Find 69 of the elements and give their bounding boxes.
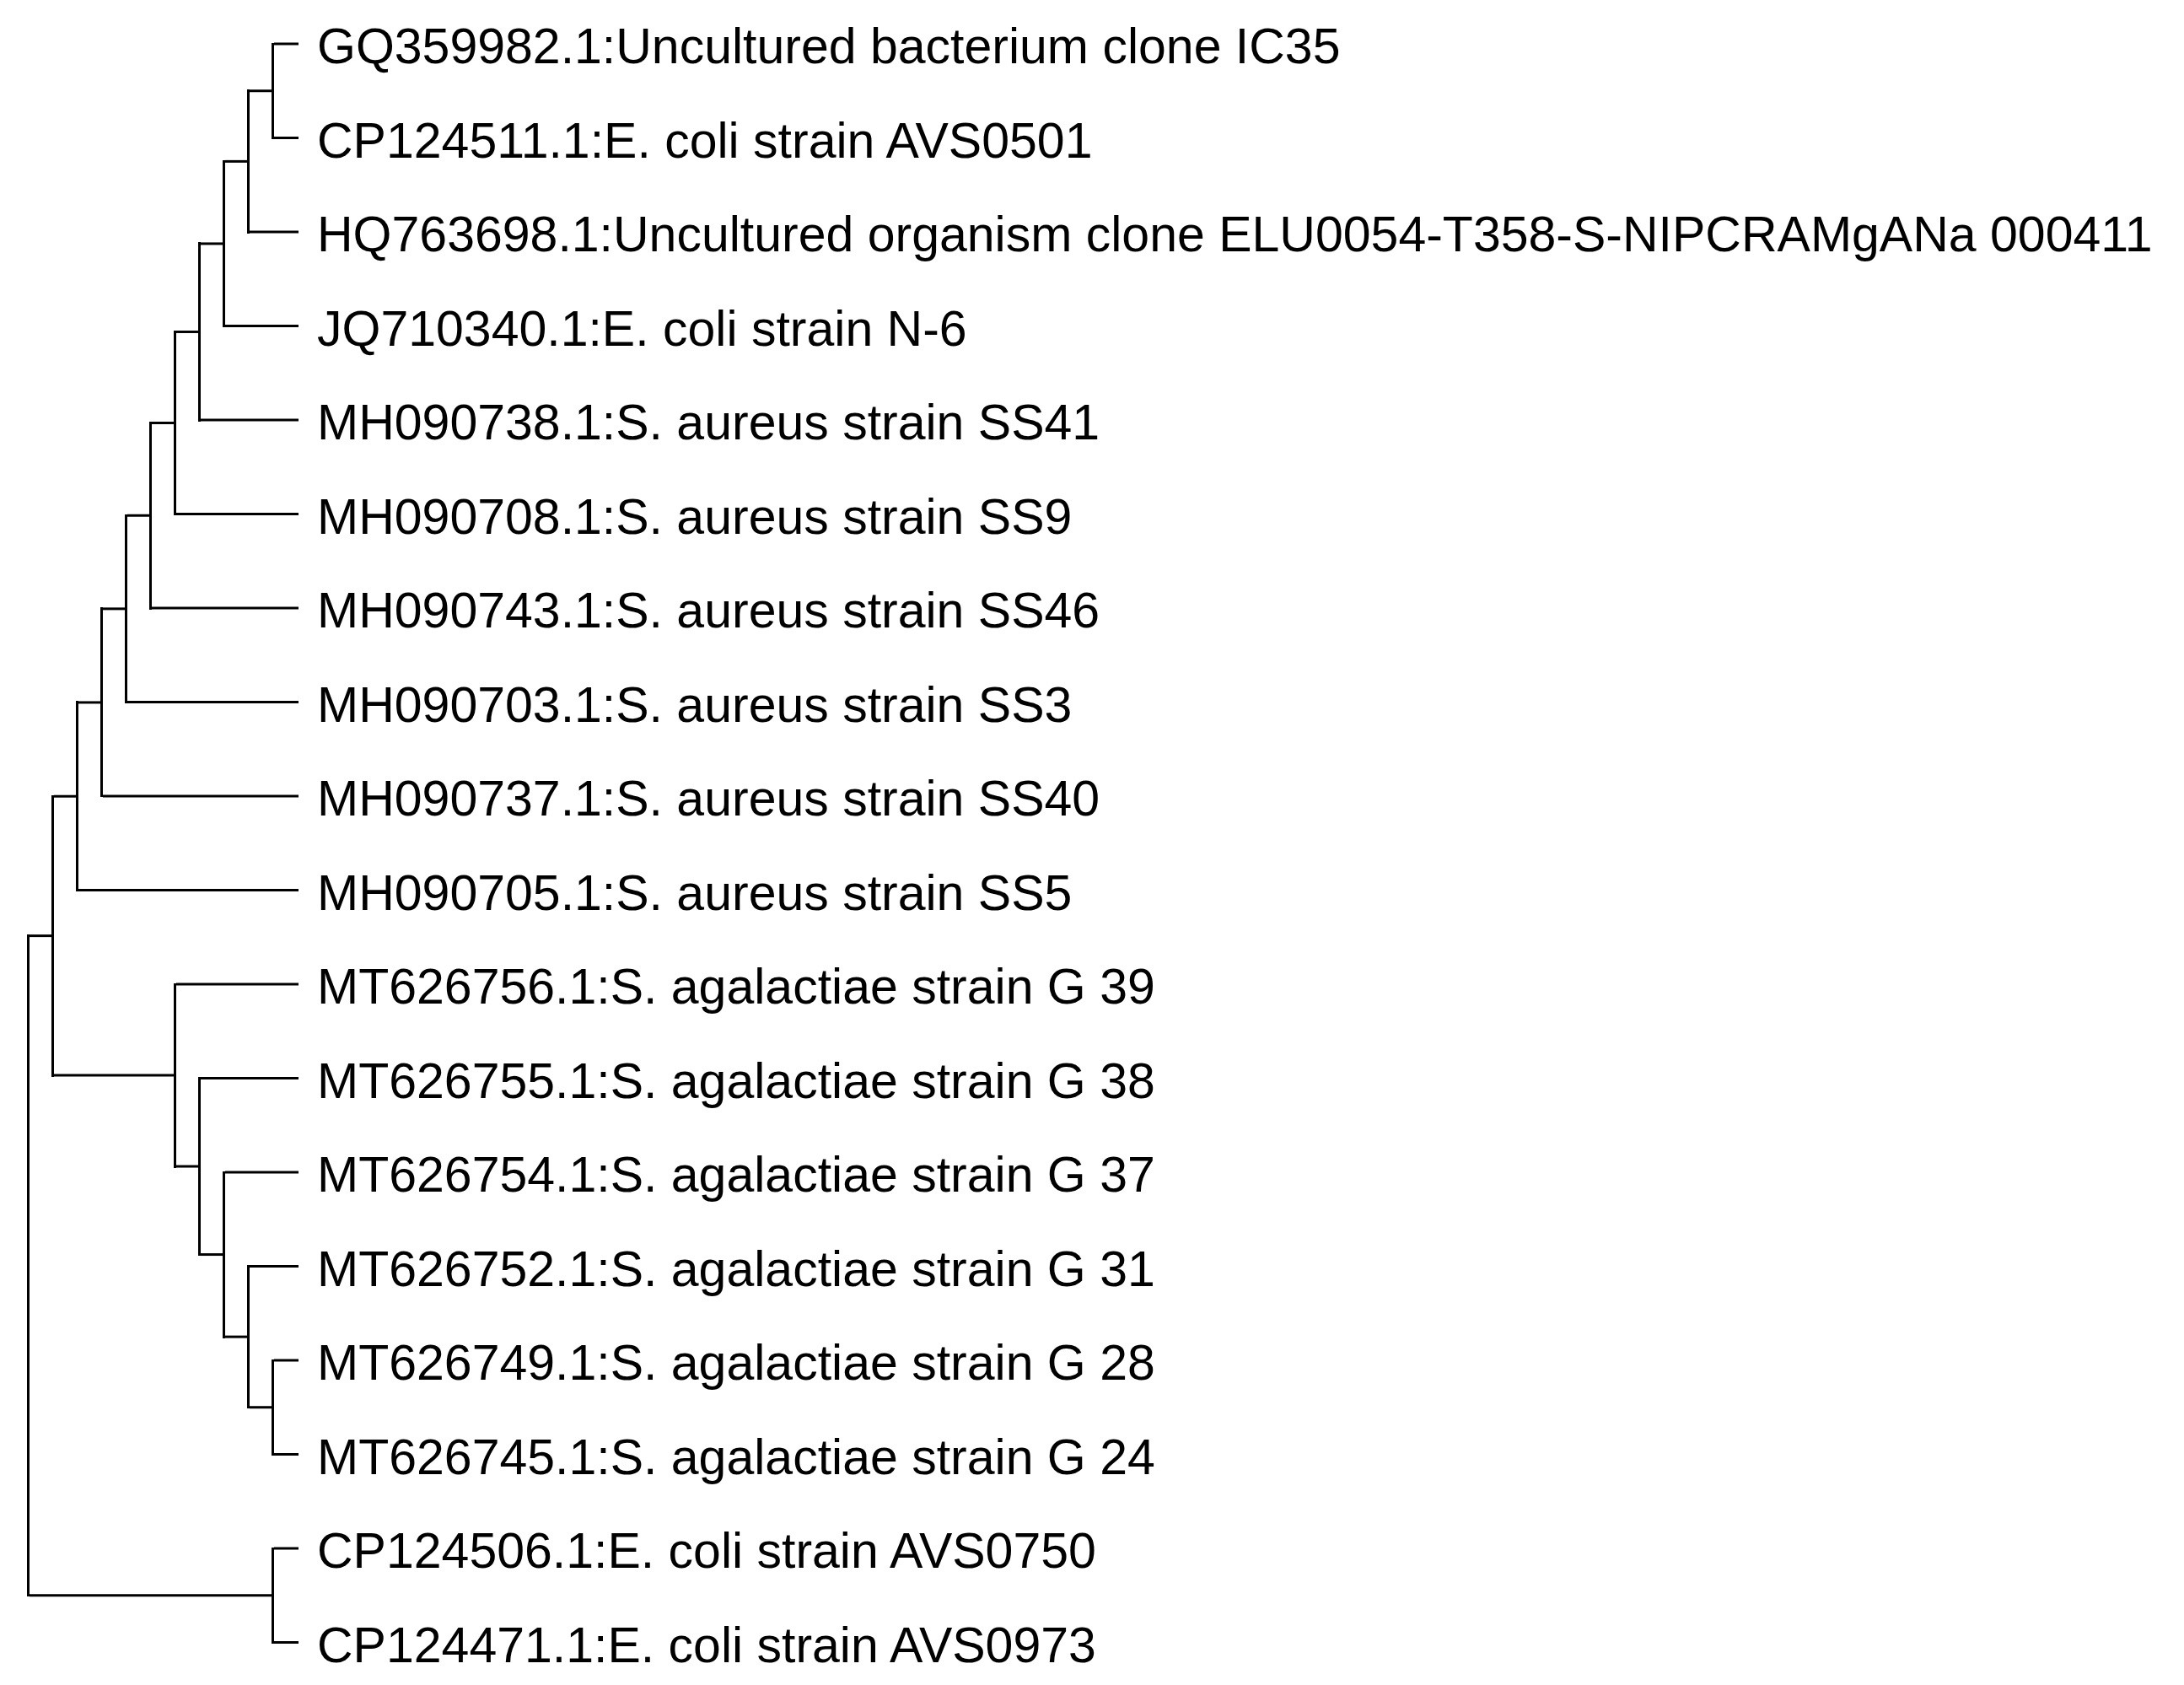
branch-line [274,1641,299,1644]
clade-line [247,89,250,234]
clade-line [125,514,127,703]
clade-line [149,422,152,610]
branch-line [176,982,299,986]
taxon-label: MT626745.1:S. agalactiae strain G 24 [317,1429,1155,1485]
branch-line [274,42,299,46]
branch-line [78,701,100,704]
clade-line [100,607,103,798]
branch-line [176,513,299,515]
clade-line [76,701,78,891]
clade-line [272,1547,274,1644]
clade-line [174,982,176,1168]
clade-line [198,242,201,422]
branch-line [176,1165,198,1168]
taxon-label: CP124511.1:E. coli strain AVS0501 [317,112,1093,169]
clade-line [174,330,176,515]
branch-line [127,514,149,517]
clade-line [272,42,274,139]
branch-line [201,418,299,422]
taxon-label: CP124506.1:E. coli strain AVS0750 [317,1523,1096,1579]
branch-line [250,89,272,93]
clade-line [223,159,225,327]
branch-line [225,325,299,327]
branch-line [152,422,174,424]
branch-line [30,934,51,938]
clade-line [27,934,30,1597]
clade-line [272,1359,274,1456]
taxon-label: MT626752.1:S. agalactiae strain G 31 [317,1241,1155,1297]
branch-line [225,1335,247,1338]
taxon-label: JQ710340.1:E. coli strain N-6 [317,300,967,357]
branch-line [103,607,125,611]
taxon-label: MH090743.1:S. aureus strain SS46 [317,583,1100,638]
branch-line [176,330,198,333]
taxon-label: GQ359982.1:Uncultured bacterium clone IC35 [317,19,1341,74]
branch-line [54,1074,174,1077]
branch-line [127,701,299,703]
branch-line [78,889,299,891]
clade-line [223,1171,225,1338]
clade-line [198,1077,201,1257]
branch-line [250,1265,299,1268]
taxon-label: MT626756.1:S. agalactiae strain G 39 [317,959,1155,1015]
taxon-label: CP124471.1:E. coli strain AVS0973 [317,1617,1096,1673]
branch-line [201,1077,299,1079]
taxon-label: MT626749.1:S. agalactiae strain G 28 [317,1335,1155,1391]
taxon-label: MH090705.1:S. aureus strain SS5 [317,864,1073,921]
branch-line [250,230,299,234]
branch-line [274,1453,299,1456]
taxon-label: HQ763698.1:Uncultured organism clone ELU0054-T358-S-NIPCRAMgANa 000411 [317,207,2153,262]
branch-line [274,1547,299,1550]
clade-line [51,794,54,1077]
taxon-label: MH090737.1:S. aureus strain SS40 [317,771,1100,826]
branch-line [225,159,247,163]
taxon-label: MH090708.1:S. aureus strain SS9 [317,488,1073,545]
branch-line [274,137,299,139]
branch-line [103,794,299,798]
branch-line [152,606,299,610]
taxon-label: MH090738.1:S. aureus strain SS41 [317,395,1100,450]
branch-line [201,1253,223,1257]
taxon-label: MT626754.1:S. agalactiae strain G 37 [317,1147,1155,1203]
branch-line [201,242,223,245]
taxon-label: MH090703.1:S. aureus strain SS3 [317,676,1073,733]
branch-line [54,794,76,798]
branch-line [250,1406,272,1409]
branch-line [225,1171,299,1174]
clade-line [247,1265,250,1409]
branch-line [274,1359,299,1362]
taxon-label: MT626755.1:S. agalactiae strain G 38 [317,1052,1155,1109]
branch-line [30,1594,272,1597]
